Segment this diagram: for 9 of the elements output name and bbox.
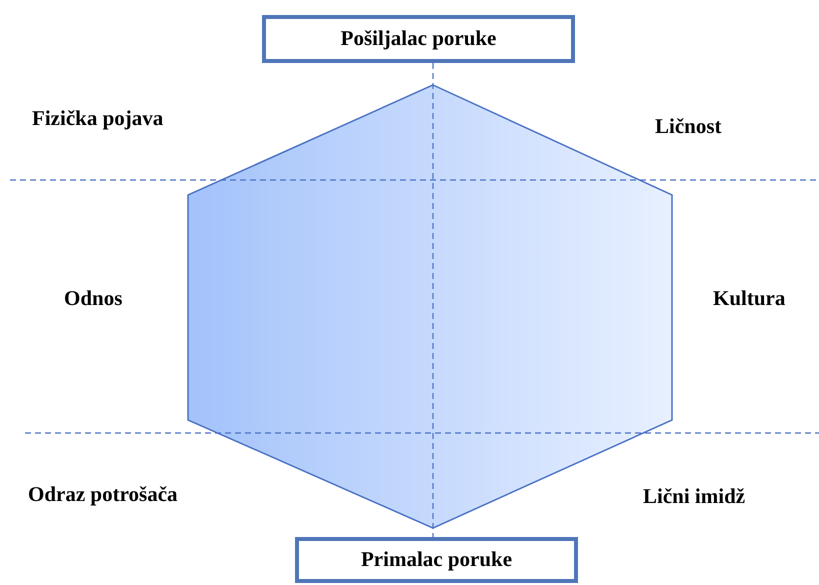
dashed-line [432,63,434,537]
facet-label: Fizička pojava [32,108,164,129]
facet-label: Lični imidž [643,486,746,507]
message-box: Primalac poruke [295,537,578,583]
facet-label: Odraz potrošača [28,484,178,505]
facet-label: Ličnost [655,116,722,137]
message-box: Pošiljalac poruke [262,15,575,63]
facet-label: Odnos [64,288,122,309]
facet-label: Kultura [713,288,786,309]
